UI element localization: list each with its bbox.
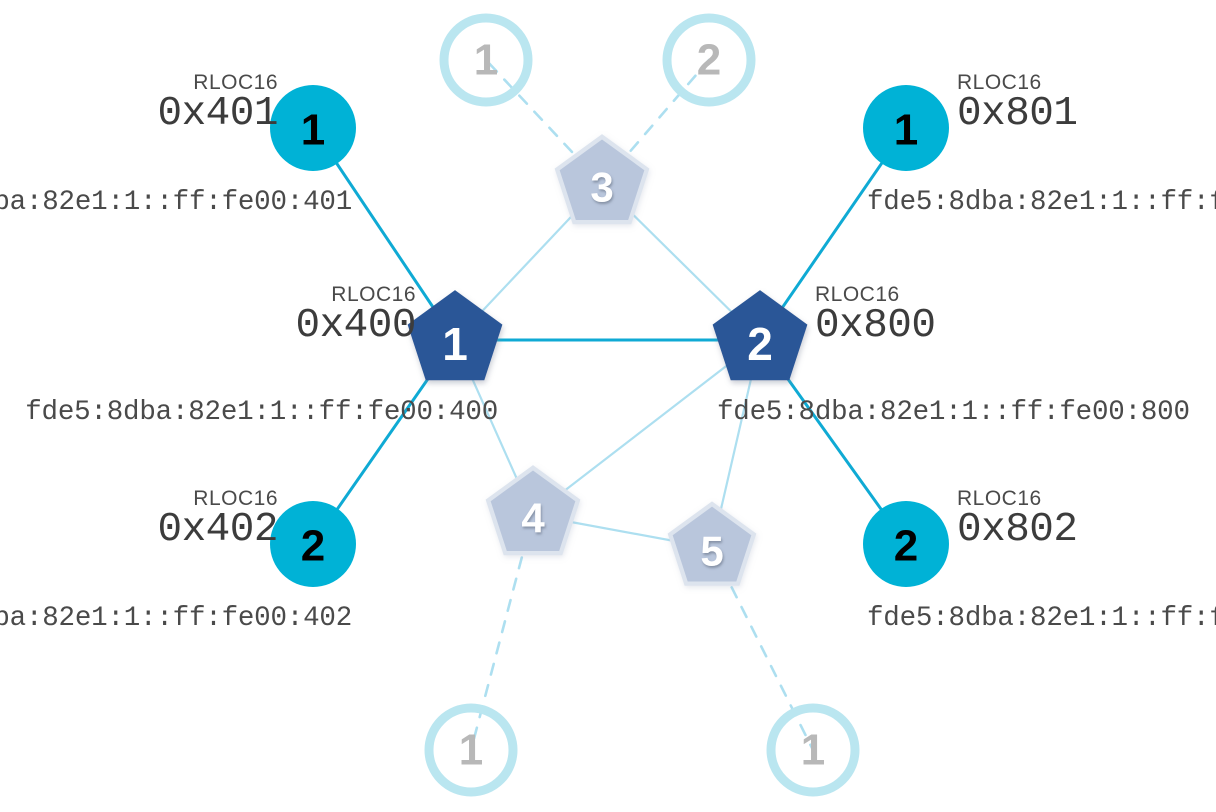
- child-802-ipv6-address: fde5:8dba:82e1:1::ff:fe00:802: [867, 603, 1216, 634]
- router-800[interactable]: 2: [712, 290, 808, 381]
- node-badge: 1: [894, 106, 918, 155]
- child-402-rloc16-value: 0x402: [157, 507, 278, 553]
- router-800-rloc16-value: 0x800: [815, 303, 936, 349]
- hollow-child-bottom-left[interactable]: 1: [424, 703, 518, 797]
- node-badge: 5: [700, 528, 723, 575]
- faded-router-3[interactable]: 3: [554, 134, 650, 225]
- router-400-rloc16-value: 0x400: [295, 303, 416, 349]
- router-400[interactable]: 1: [407, 290, 503, 381]
- node-badge: 1: [801, 726, 825, 775]
- faded-router-4[interactable]: 4: [485, 465, 581, 556]
- node-badge: 2: [894, 522, 918, 571]
- child-802-rloc16-value: 0x802: [957, 507, 1078, 553]
- node-badge: 1: [442, 318, 468, 370]
- hollow-child-bottom-right[interactable]: 1: [766, 703, 860, 797]
- child-402[interactable]: 2: [270, 501, 356, 587]
- child-801-rloc16-value: 0x801: [957, 91, 1078, 137]
- faded-routers-group: 3 4 5: [485, 134, 757, 586]
- node-badge: 3: [590, 164, 613, 211]
- node-badge: 2: [301, 522, 325, 571]
- router-800-rloc16-caption: RLOC16: [815, 283, 900, 306]
- child-402-rloc16-caption: RLOC16: [193, 487, 278, 510]
- hollow-children-group: 1 2 1 1: [424, 13, 860, 797]
- node-badge: 2: [697, 36, 721, 85]
- node-badge: 2: [747, 318, 773, 370]
- child-402-ipv6-address: fde5:8dba:82e1:1::ff:fe00:402: [0, 603, 352, 634]
- router-800-ipv6-address: fde5:8dba:82e1:1::ff:fe00:800: [717, 397, 1190, 428]
- node-badge: 1: [301, 106, 325, 155]
- router-400-ipv6-address: fde5:8dba:82e1:1::ff:fe00:400: [25, 397, 498, 428]
- child-801-rloc16-caption: RLOC16: [957, 71, 1042, 94]
- child-802-rloc16-caption: RLOC16: [957, 487, 1042, 510]
- child-401-rloc16-caption: RLOC16: [193, 71, 278, 94]
- child-802[interactable]: 2: [863, 501, 949, 587]
- faded-router-5[interactable]: 5: [667, 501, 757, 586]
- hollow-child-top-left[interactable]: 1: [439, 13, 533, 107]
- hollow-child-top-right[interactable]: 2: [662, 13, 756, 107]
- child-801[interactable]: 1: [863, 85, 949, 171]
- child-401[interactable]: 1: [270, 85, 356, 171]
- router-400-rloc16-caption: RLOC16: [331, 283, 416, 306]
- link-800-to-r4: [531, 338, 762, 517]
- child-401-ipv6-address: fde5:8dba:82e1:1::ff:fe00:401: [0, 187, 352, 218]
- node-badge: 1: [459, 726, 483, 775]
- child-801-ipv6-address: fde5:8dba:82e1:1::ff:fe00:801: [867, 187, 1216, 218]
- node-badge: 4: [521, 495, 545, 542]
- node-badge: 1: [474, 36, 498, 85]
- child-401-rloc16-value: 0x401: [157, 91, 278, 137]
